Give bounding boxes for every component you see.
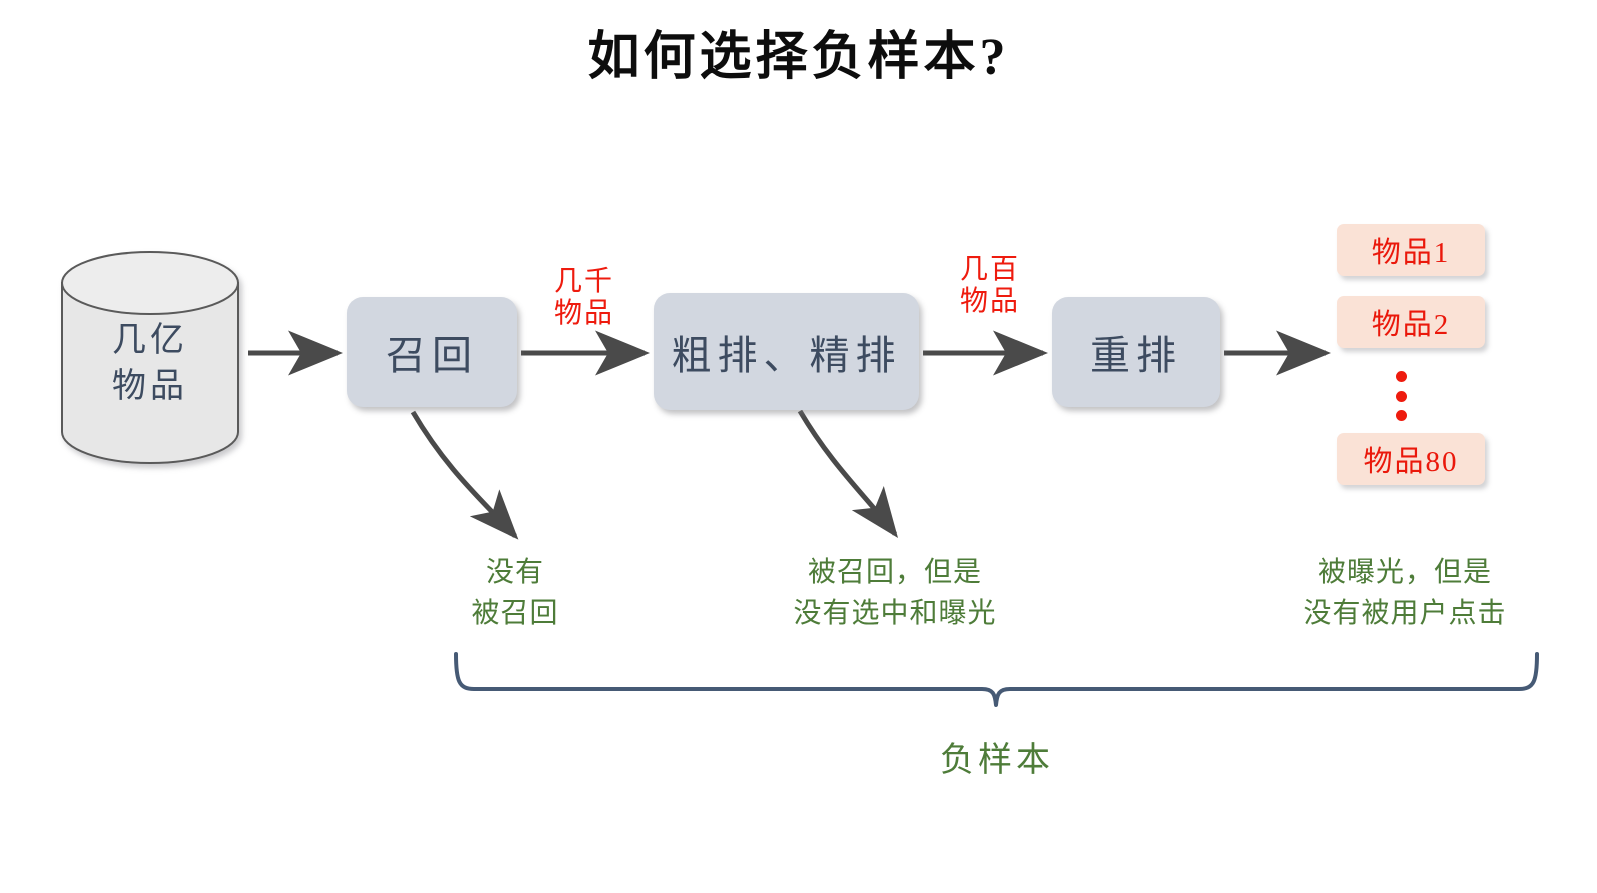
- result-item-2[interactable]: 物品2: [1337, 296, 1485, 348]
- flow-label-thousands-line1: 几千: [553, 266, 614, 297]
- flow-label-hundreds-line2: 物品: [959, 286, 1020, 318]
- stage-box-rerank[interactable]: 重排: [1052, 297, 1220, 407]
- note-recalled-not-exposed-line1: 被召回，但是: [807, 557, 982, 588]
- item-pool-label-line1: 几亿: [112, 322, 188, 359]
- negative-sample-label: 负样本: [940, 742, 1054, 779]
- item-pool-label: 几亿 物品: [62, 318, 238, 410]
- arrow-recall-dropout: [410, 410, 519, 540]
- stage-box-recall[interactable]: 召回: [347, 297, 517, 407]
- flow-label-thousands-line2: 物品: [553, 298, 614, 330]
- note-recalled-not-exposed: 被召回，但是 没有选中和曝光: [735, 553, 1055, 634]
- note-not-recalled-line1: 没有: [485, 557, 544, 588]
- note-not-recalled-line2: 被召回: [471, 597, 559, 629]
- negative-sample-brace: [454, 652, 1539, 707]
- page-title: 如何选择负样本?: [587, 29, 1010, 86]
- item-pool-label-line2: 物品: [112, 367, 188, 405]
- result-item-80[interactable]: 物品80: [1337, 433, 1485, 485]
- stage-box-coarse-fine-ranking[interactable]: 粗排、精排: [654, 293, 919, 410]
- vertical-ellipsis-icon: [1392, 371, 1410, 421]
- note-exposed-not-clicked: 被曝光，但是 没有被用户点击: [1245, 553, 1565, 634]
- item-pool-cylinder: [61, 251, 239, 464]
- result-item-1[interactable]: 物品1: [1337, 224, 1485, 276]
- note-exposed-not-clicked-line2: 没有被用户点击: [1303, 597, 1507, 629]
- flow-label-hundreds-line1: 几百: [959, 254, 1020, 285]
- arrow-rank-dropout: [797, 409, 899, 538]
- note-not-recalled: 没有 被召回: [417, 553, 613, 634]
- flow-label-thousands: 几千 物品: [528, 266, 640, 330]
- note-exposed-not-clicked-line1: 被曝光，但是: [1317, 557, 1492, 588]
- flow-label-hundreds: 几百 物品: [934, 254, 1046, 318]
- note-recalled-not-exposed-line2: 没有选中和曝光: [793, 597, 997, 629]
